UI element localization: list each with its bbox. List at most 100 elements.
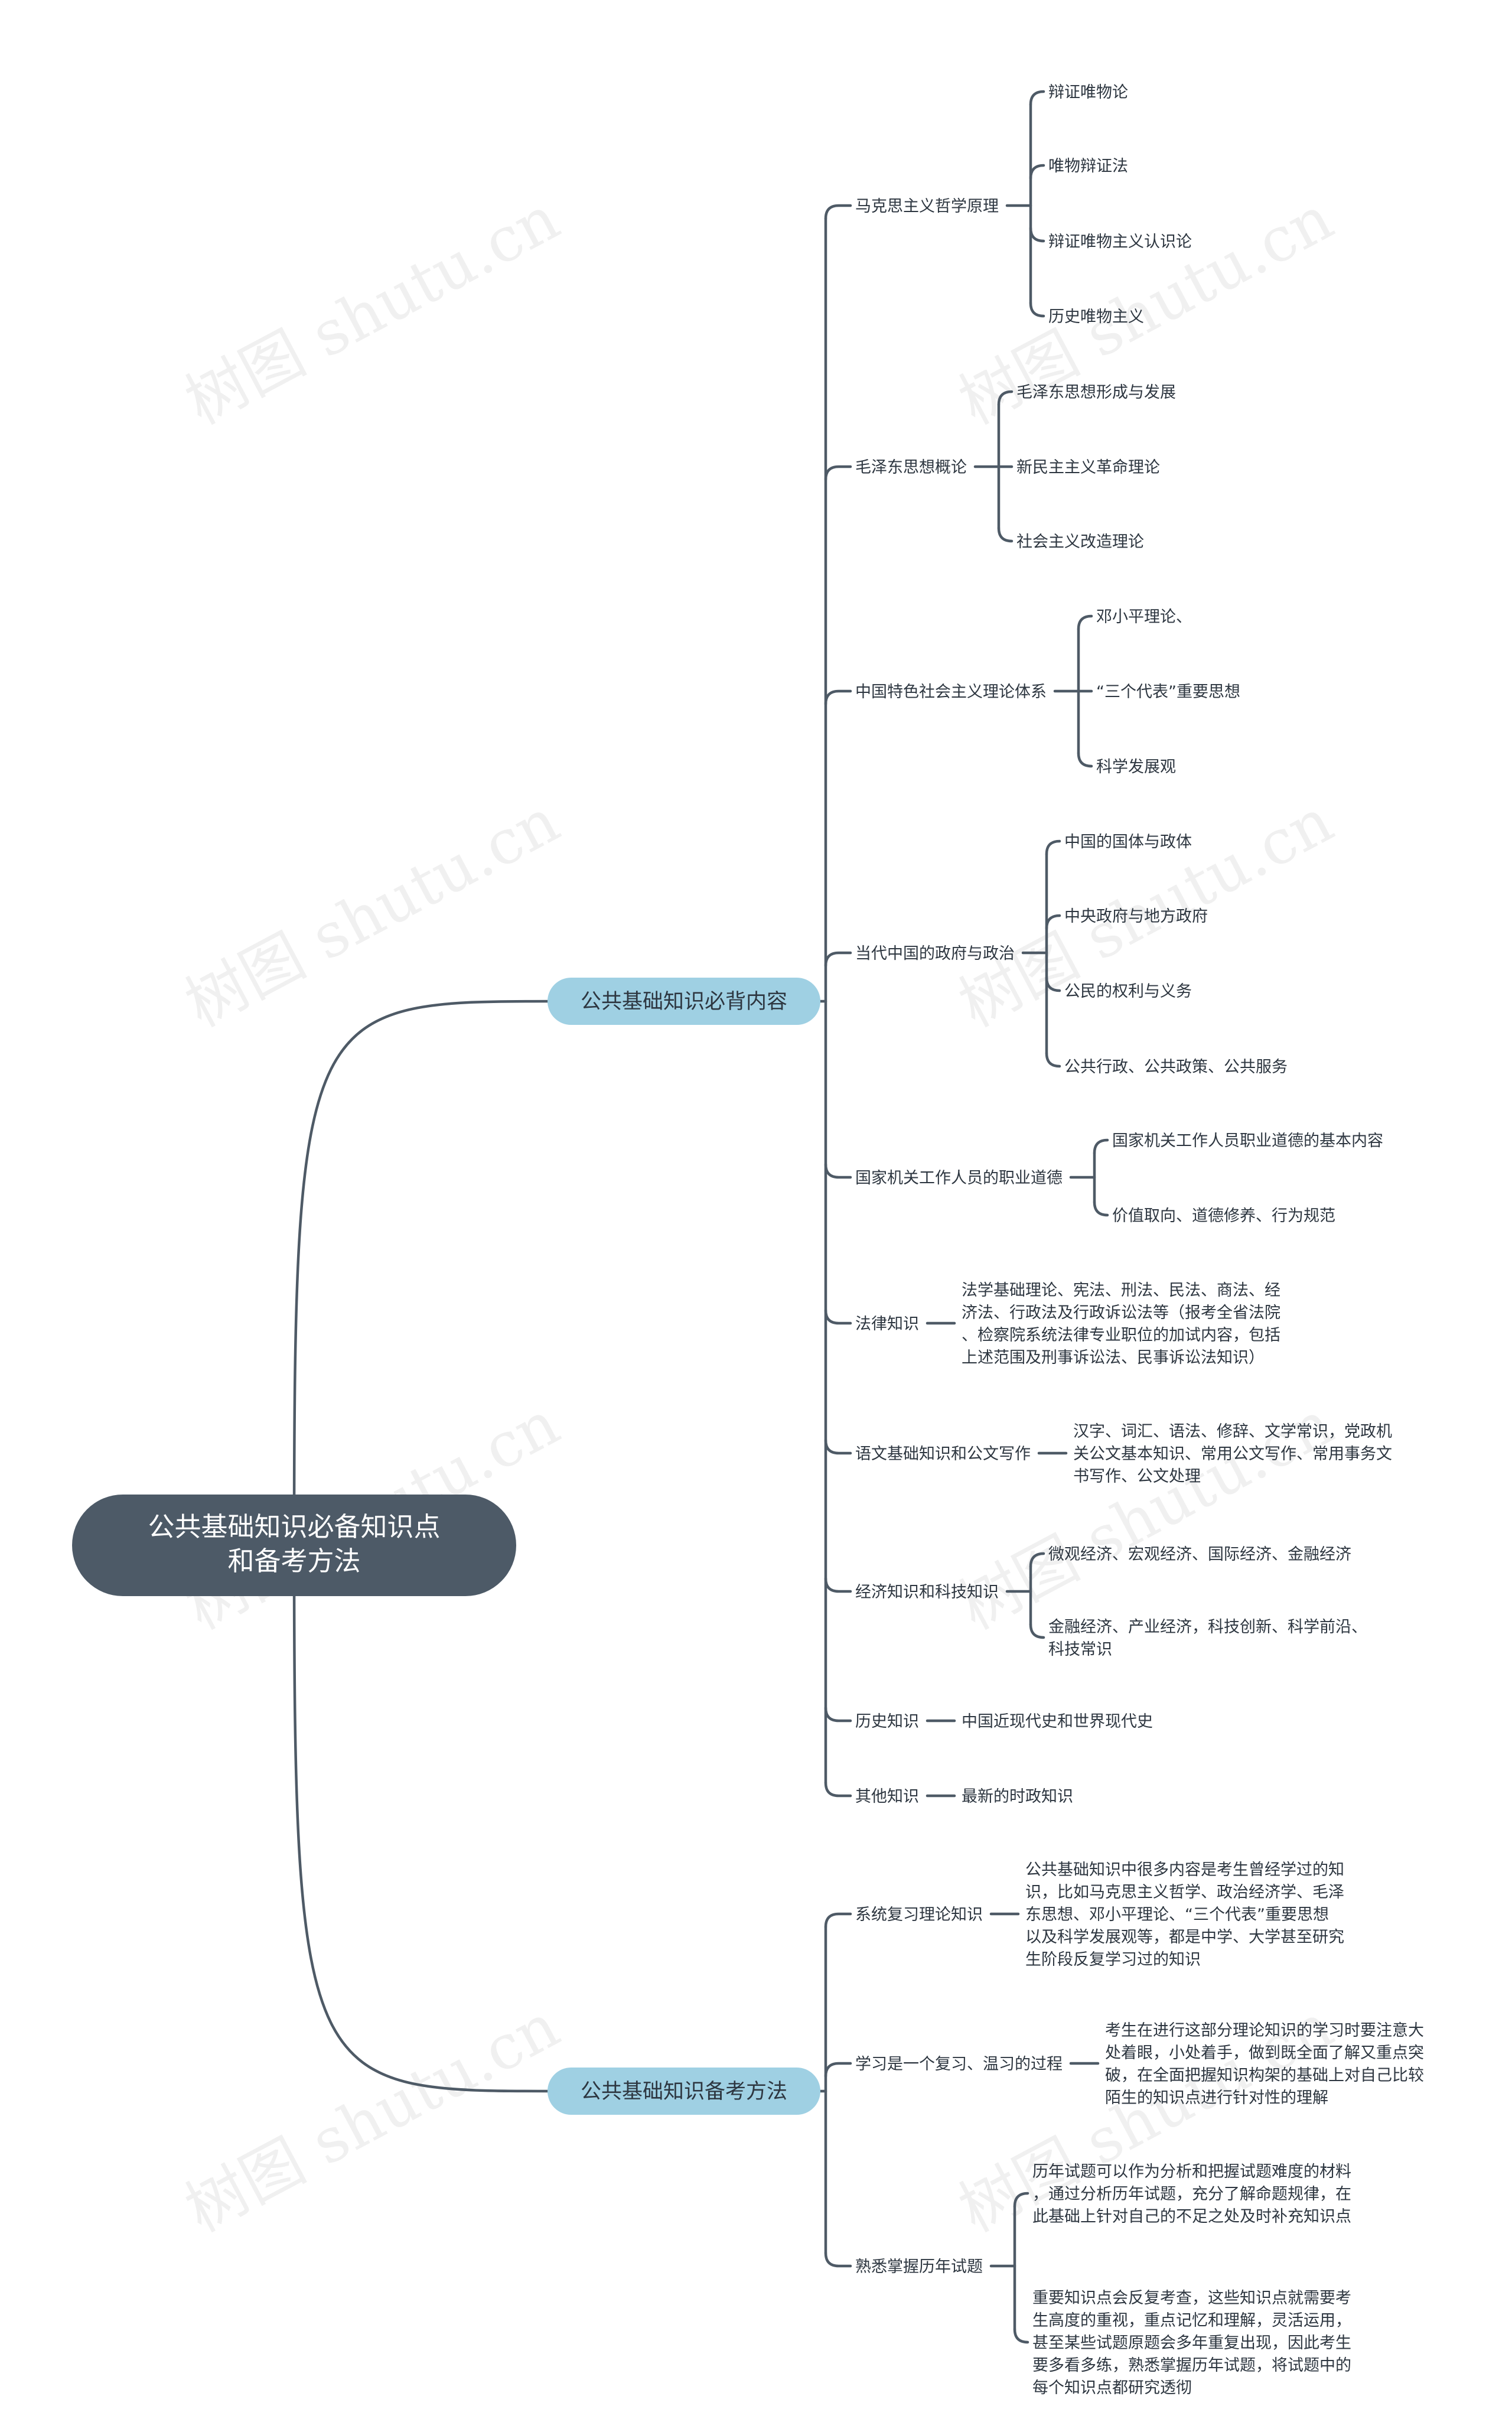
item-text: 金融经济、产业经济，科技创新、科学前沿、 bbox=[1048, 1618, 1367, 1636]
topic-connector bbox=[824, 2062, 852, 2078]
item-text: 辩证唯物论 bbox=[1048, 83, 1128, 102]
topic-connector bbox=[824, 1438, 852, 1455]
branch-connector bbox=[292, 1544, 555, 2093]
item-text: 每个知识点都研究透彻 bbox=[1032, 2379, 1192, 2397]
item-text: 生高度的重视，重点记忆和理解，灵活运用， bbox=[1032, 2311, 1351, 2330]
item-text: 历年试题可以作为分析和把握试题难度的材料 bbox=[1032, 2163, 1351, 2181]
branch-label: 公共基础知识必背内容 bbox=[581, 990, 787, 1014]
item-text: 汉字、词汇、语法、修辞、文学常识，党政机 bbox=[1073, 1422, 1392, 1441]
item-text: 邓小平理论、 bbox=[1096, 608, 1192, 626]
item-text: 辩证唯物主义认识论 bbox=[1048, 233, 1192, 251]
watermark-text: 树图 shutu.cn bbox=[174, 1990, 570, 2246]
item-connector bbox=[1013, 2192, 1029, 2208]
topic-label: 中国特色社会主义理论体系 bbox=[855, 683, 1047, 701]
topic-connector bbox=[824, 1163, 852, 1179]
branch-node bbox=[548, 2068, 820, 2115]
item-text: 毛泽东思想形成与发展 bbox=[1016, 383, 1176, 402]
item-text: 价值取向、道德修养、行为规范 bbox=[1112, 1207, 1335, 1225]
topic-label: 熟悉掌握历年试题 bbox=[855, 2258, 983, 2276]
root-title-line: 和备考方法 bbox=[227, 1545, 360, 1577]
item-text: 科学发展观 bbox=[1096, 758, 1176, 776]
branch-connector bbox=[292, 999, 555, 1547]
item-text: 书写作、公文处理 bbox=[1073, 1467, 1201, 1486]
item-connector bbox=[1045, 839, 1061, 856]
item-text: 唯物辩证法 bbox=[1048, 157, 1128, 175]
item-text: 新民主主义革命理论 bbox=[1016, 458, 1160, 477]
item-text: 要多看多练，熟悉掌握历年试题，将试题中的 bbox=[1032, 2356, 1351, 2375]
item-text: 科技常识 bbox=[1048, 1640, 1112, 1659]
item-text: 处着眼，小处着手，做到既全面了解又重点突 bbox=[1105, 2044, 1424, 2062]
topic-label: 语文基础知识和公文写作 bbox=[855, 1445, 1031, 1463]
item-text: 此基础上针对自己的不足之处及时补充知识点 bbox=[1032, 2208, 1351, 2226]
item-connector bbox=[1029, 90, 1045, 106]
item-connector bbox=[1045, 1051, 1061, 1068]
item-text: 以及科学发展观等，都是中学、大学甚至研究 bbox=[1025, 1928, 1344, 1946]
item-text: 重要知识点会反复考查，这些知识点就需要考 bbox=[1032, 2289, 1351, 2307]
item-text: 中国的国体与政体 bbox=[1064, 833, 1192, 851]
topic-label: 经济知识和科技知识 bbox=[855, 1583, 999, 1601]
topic-connector bbox=[824, 465, 852, 481]
item-text: 中央政府与地方政府 bbox=[1064, 907, 1208, 926]
topic-connector bbox=[824, 689, 852, 706]
item-text: “三个代表”重要思想 bbox=[1096, 683, 1240, 701]
item-connector bbox=[1029, 1552, 1045, 1568]
item-text: 社会主义改造理论 bbox=[1016, 533, 1144, 551]
item-connector bbox=[1029, 226, 1045, 243]
topic-label: 系统复习理论知识 bbox=[855, 1906, 983, 1924]
item-text: 国家机关工作人员职业道德的基本内容 bbox=[1112, 1132, 1383, 1150]
item-connector bbox=[1029, 301, 1045, 318]
item-text: 最新的时政知识 bbox=[962, 1788, 1073, 1806]
item-text: 公民的权利与义务 bbox=[1064, 982, 1192, 1001]
watermark-text: 树图 shutu.cn bbox=[174, 182, 570, 438]
item-text: 公共行政、公共政策、公共服务 bbox=[1064, 1058, 1288, 1076]
topic-connector bbox=[824, 2251, 852, 2268]
item-connector bbox=[1045, 914, 1061, 930]
item-text: 法学基础理论、宪法、刑法、民法、商法、经 bbox=[962, 1281, 1280, 1300]
item-text: 考生在进行这部分理论知识的学习时要注意大 bbox=[1105, 2021, 1424, 2040]
item-text: 生阶段反复学习过的知识 bbox=[1025, 1951, 1201, 1969]
item-text: ，通过分析历年试题，充分了解命题规律，在 bbox=[1032, 2185, 1351, 2203]
topic-label: 法律知识 bbox=[855, 1315, 919, 1333]
item-connector bbox=[1093, 1138, 1109, 1155]
item-text: 关公文基本知识、常用公文写作、常用事务文 bbox=[1073, 1445, 1392, 1463]
item-text: 东思想、邓小平理论、“三个代表”重要思想 bbox=[1025, 1906, 1329, 1924]
topic-connector bbox=[824, 204, 852, 220]
item-connector bbox=[997, 526, 1014, 543]
topic-label: 学习是一个复习、温习的过程 bbox=[855, 2055, 1063, 2073]
branch-label: 公共基础知识备考方法 bbox=[581, 2080, 787, 2104]
item-connector bbox=[1029, 164, 1045, 180]
item-connector bbox=[1077, 614, 1093, 631]
topic-label: 国家机关工作人员的职业道德 bbox=[855, 1169, 1063, 1187]
topic-label: 毛泽东思想概论 bbox=[855, 458, 967, 477]
item-text: 济法、行政法及行政诉讼法等（报考全省法院 bbox=[962, 1304, 1280, 1322]
connector-lines bbox=[292, 90, 1109, 2344]
root-title-line: 公共基础知识必备知识点 bbox=[148, 1511, 440, 1542]
item-text: 公共基础知识中很多内容是考生曾经学过的知 bbox=[1025, 1861, 1344, 1879]
item-text: 识，比如马克思主义哲学、政治经济学、毛泽 bbox=[1025, 1883, 1344, 1902]
topic-connector bbox=[824, 1308, 852, 1325]
item-text: 中国近现代史和世界现代史 bbox=[962, 1712, 1153, 1731]
item-connector bbox=[1093, 1200, 1109, 1217]
item-connector bbox=[1077, 751, 1093, 768]
topic-connector bbox=[824, 1706, 852, 1723]
root-node bbox=[72, 1495, 516, 1596]
item-text: 、检察院系统法律专业职位的加试内容，包括 bbox=[962, 1326, 1280, 1344]
item-text: 破，在全面把握知识构架的基础上对自己比较 bbox=[1105, 2066, 1424, 2085]
topic-connector bbox=[824, 1781, 852, 1798]
item-connector bbox=[1029, 1623, 1045, 1639]
item-connector bbox=[1013, 2327, 1029, 2344]
topic-connector bbox=[824, 1912, 852, 1929]
item-text: 微观经济、宏观经济、国际经济、金融经济 bbox=[1048, 1545, 1351, 1564]
topic-connector bbox=[824, 1577, 852, 1593]
topic-label: 历史知识 bbox=[855, 1712, 919, 1731]
topic-label: 其他知识 bbox=[855, 1788, 919, 1806]
item-text: 甚至某些试题原题会多年重复出现，因此考生 bbox=[1032, 2334, 1351, 2352]
topic-connector bbox=[824, 951, 852, 968]
topic-label: 当代中国的政府与政治 bbox=[855, 945, 1015, 963]
branch-node bbox=[548, 978, 820, 1025]
item-text: 历史唯物主义 bbox=[1048, 308, 1144, 326]
topic-label: 马克思主义哲学原理 bbox=[855, 197, 999, 216]
item-connector bbox=[997, 390, 1014, 406]
